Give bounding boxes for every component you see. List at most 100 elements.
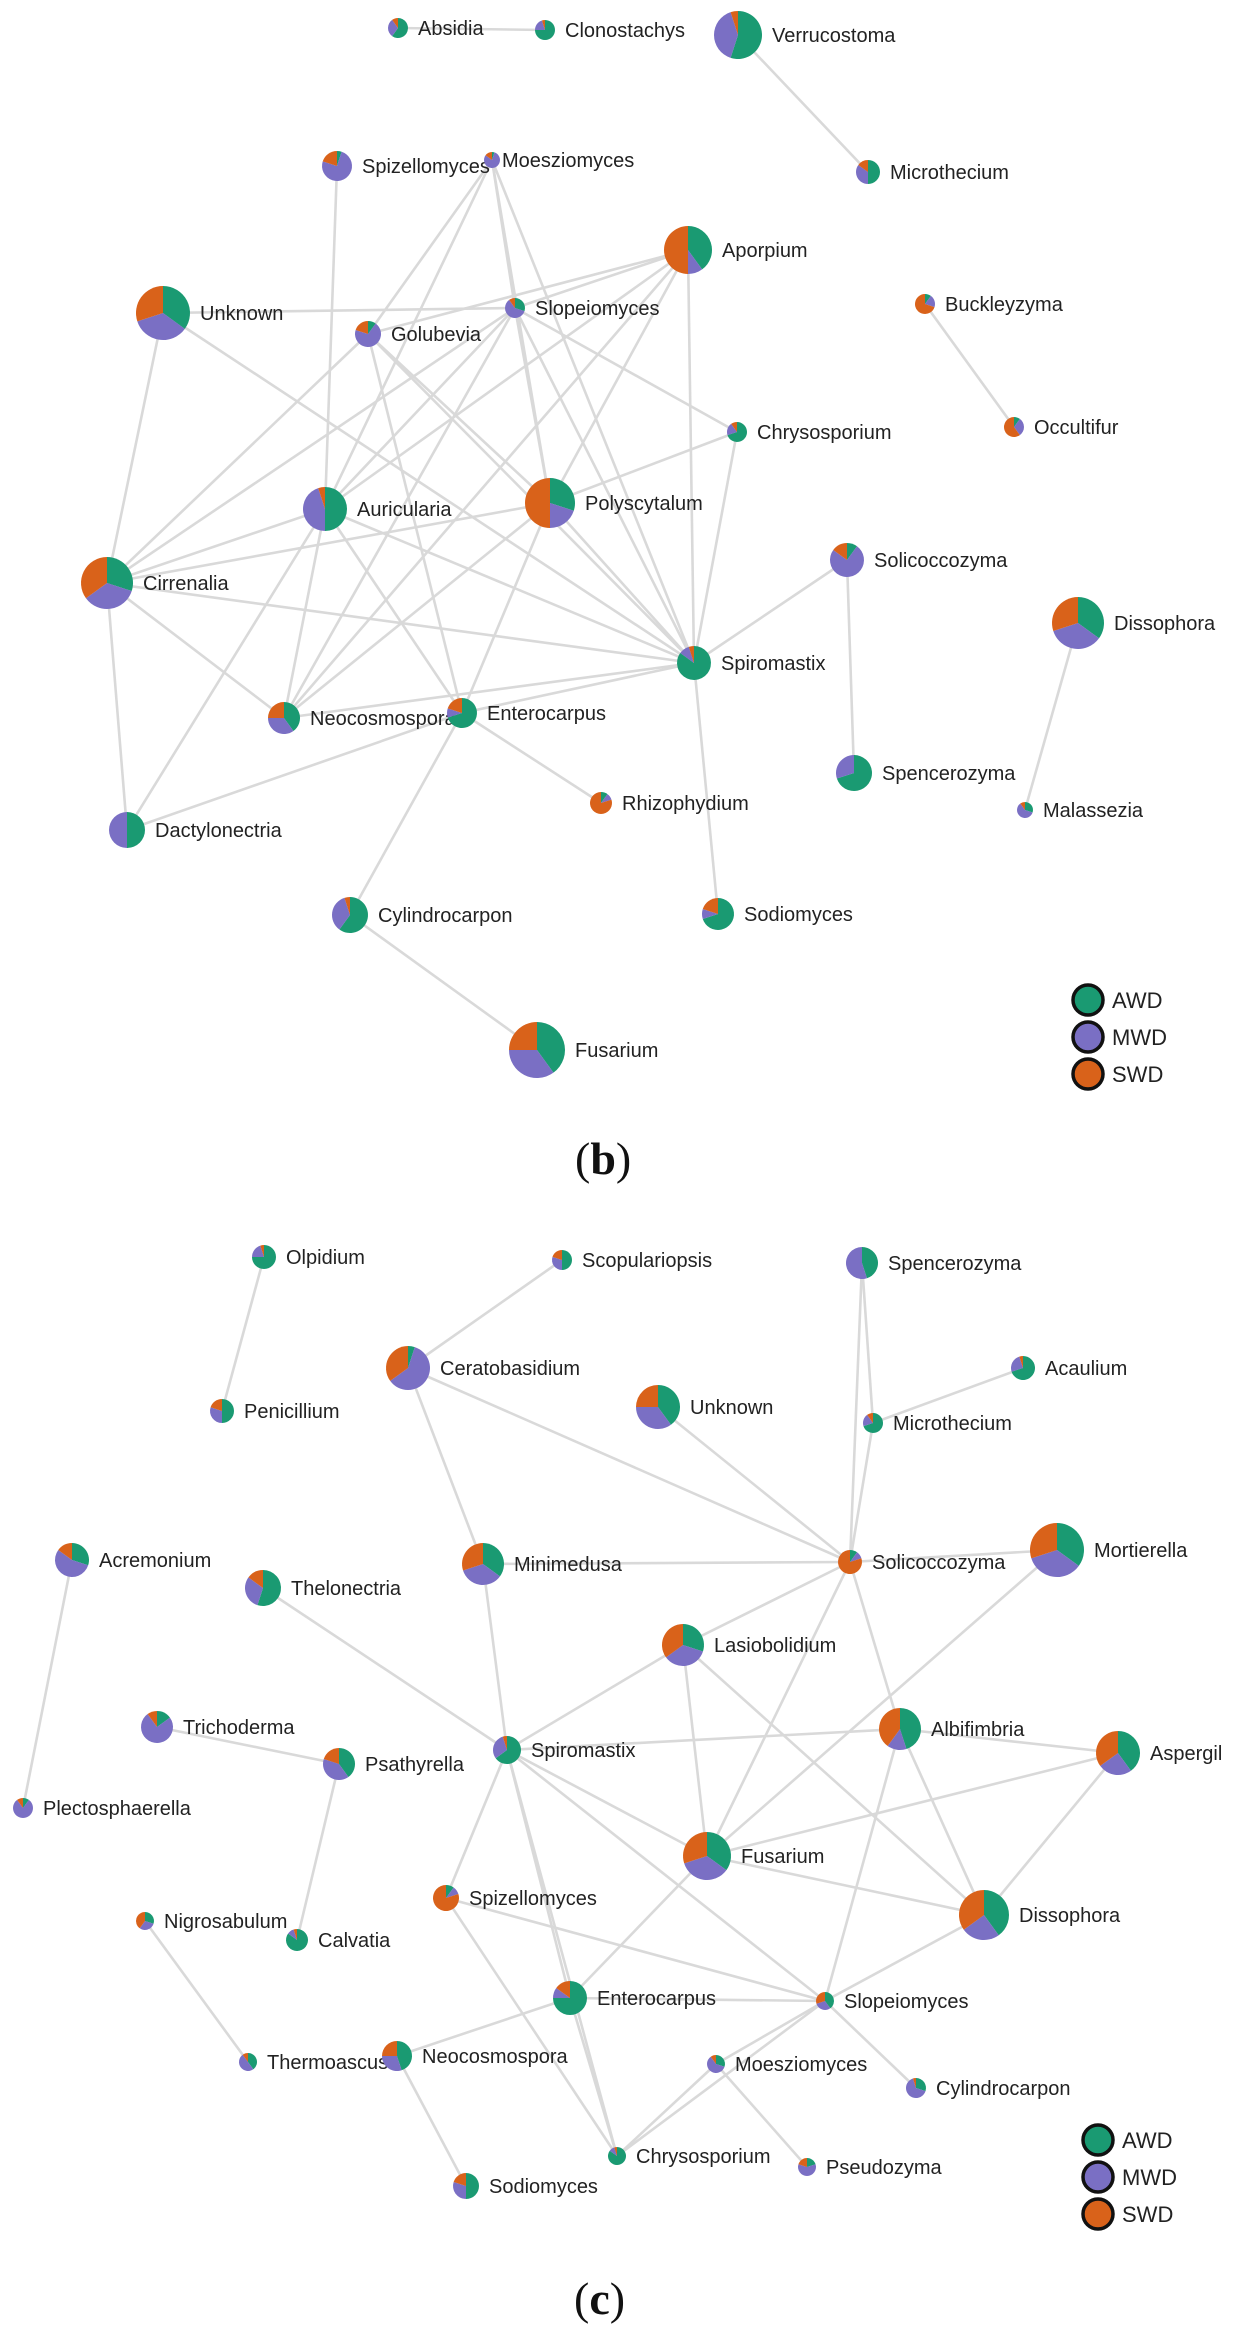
pie-slice-cylindrocarpon-swd	[912, 2078, 916, 2088]
node-label-lasiobolidium: Lasiobolidium	[714, 1635, 836, 1657]
edge-minimedusa-spiromastix	[481, 1563, 509, 1751]
node-enterocarpus: Enterocarpus	[447, 698, 606, 728]
pie-slice-minimedusa-mwd	[463, 1564, 500, 1585]
node-label-microthecium: Microthecium	[890, 162, 1009, 184]
edge-chrysosporium-polyscytalum	[549, 430, 738, 505]
pie-slice-solicoccozyma-awd	[847, 542, 857, 560]
node-plectosphaerella: Plectosphaerella	[12, 1798, 192, 1820]
node-label-cirrenalia: Cirrenalia	[143, 573, 229, 595]
pie-slice-verrucostoma-awd	[730, 11, 762, 59]
edge-olpidium-penicillium	[220, 1256, 266, 1412]
node-microthecium: Microthecium	[856, 160, 1009, 184]
pie-slice-enterocarpus-swd	[447, 698, 462, 713]
node-buckleyzyma: Buckleyzyma	[915, 294, 1064, 316]
pie-slice-plectosphaerella-awd	[23, 1798, 29, 1808]
pie-slice-dissophora-swd	[1052, 597, 1078, 632]
edge-moesziomyces-spiromastix	[490, 159, 696, 664]
pie-slice-neocosmospora-swd	[382, 2041, 397, 2056]
pie-slice-neocosmospora-mwd	[267, 718, 294, 735]
pie-slice-chrysosporium-awd	[608, 2147, 627, 2165]
pie-slice-microthecium-swd	[858, 160, 868, 172]
pie-slice-buckleyzyma-mwd	[925, 295, 935, 308]
pie-slice-cirrenalia-awd	[107, 557, 133, 592]
pie-slice-thermoascus-swd	[242, 2053, 248, 2062]
node-label-solicoccozyma: Solicoccozyma	[872, 1552, 1006, 1574]
pie-slice-acaulium-mwd	[1010, 1356, 1023, 1372]
pie-slice-aspergil-swd	[1096, 1731, 1118, 1766]
edge-polyscytalum-cirrenalia	[106, 501, 551, 585]
edge-spiromastix-fusarium	[506, 1748, 708, 1858]
pie-slice-spizellomyces-mwd	[446, 1887, 459, 1898]
pie-slice-acremonium-mwd	[54, 1550, 89, 1578]
pie-slice-acremonium-awd	[72, 1543, 89, 1566]
legend-swatch-mwd	[1081, 2160, 1115, 2194]
edge-cirrenalia-neocosmospora	[106, 581, 285, 720]
pie-slice-enterocarpus-mwd	[553, 1988, 570, 1998]
panel-b-caption: (b)	[575, 1133, 632, 1184]
edge-spiromastix-solicoccozyma	[693, 558, 848, 665]
node-label-unknown: Unknown	[200, 303, 283, 325]
node-nigrosabulum: Nigrosabulum	[135, 1911, 287, 1933]
node-polyscytalum: Polyscytalum	[525, 478, 703, 528]
pie-slice-thelonectria-awd	[257, 1570, 281, 1607]
node-label-rhizophydium: Rhizophydium	[622, 793, 749, 815]
node-label-occultifur: Occultifur	[1034, 417, 1119, 439]
pie-slice-olpidium-swd	[260, 1245, 264, 1257]
pie-slice-calvatia-awd	[285, 1929, 308, 1952]
pie-slice-nigrosabulum-awd	[145, 1912, 155, 1924]
pie-slice-moesziomyces-swd	[710, 2055, 716, 2064]
pie-slice-mortierella-mwd	[1031, 1550, 1079, 1578]
pie-slice-cylindrocarpon-swd	[344, 897, 350, 915]
node-label-polyscytalum: Polyscytalum	[585, 493, 703, 515]
pie-slice-spiromastix-mwd	[680, 646, 694, 663]
pie-slice-scopulariopsis-awd	[562, 1250, 572, 1270]
node-label-spiromastix: Spiromastix	[721, 653, 825, 675]
pie-slice-sodiomyces-swd	[453, 2173, 466, 2186]
pie-slice-unknown-swd	[636, 1385, 658, 1407]
edge-aporpium-slopeiomyces	[514, 248, 689, 310]
legend-label-mwd: MWD	[1112, 1025, 1167, 1050]
pie-slice-albifimbria-awd	[900, 1708, 922, 1749]
pie-slice-spiromastix-swd	[688, 646, 694, 663]
edge-moesziomyces-chrysosporium	[616, 2063, 717, 2157]
node-slopeiomyces: Slopeiomyces	[816, 1991, 969, 2013]
node-minimedusa: Minimedusa	[461, 1543, 623, 1585]
node-rhizophydium: Rhizophydium	[590, 792, 749, 815]
pie-slice-rhizophydium-awd	[601, 792, 608, 803]
node-spiromastix: Spiromastix	[493, 1736, 635, 1765]
node-label-plectosphaerella: Plectosphaerella	[43, 1798, 192, 1820]
node-moesziomyces: Moesziomyces	[484, 150, 634, 172]
pie-slice-moesziomyces-awd	[716, 2055, 725, 2067]
edge-enterocarpus-cylindrocarpon	[348, 712, 464, 916]
node-label-spizellomyces: Spizellomyces	[469, 1888, 597, 1910]
node-pseudozyma: Pseudozyma	[798, 2157, 942, 2179]
edge-solicoccozyma-spencerozyma	[845, 559, 856, 774]
pie-slice-nigrosabulum-mwd	[139, 1921, 154, 1930]
edge-spizellomyces-auricularia	[323, 165, 339, 510]
edge-verrucostoma-microthecium	[737, 34, 869, 173]
edge-dissophora-slopeiomyces	[824, 1913, 985, 2003]
pie-slice-enterocarpus-awd	[447, 698, 478, 728]
pie-slice-chrysosporium-mwd	[609, 2147, 617, 2156]
pie-slice-penicillium-awd	[222, 1399, 234, 1423]
node-label-neocosmospora: Neocosmospora	[422, 2046, 569, 2068]
node-chrysosporium: Chrysosporium	[608, 2146, 770, 2168]
edge-lasiobolidium-dissophora	[682, 1644, 985, 1916]
node-label-pseudozyma: Pseudozyma	[826, 2157, 942, 2179]
node-label-aspergil: Aspergil	[1150, 1743, 1222, 1765]
node-label-scopulariopsis: Scopulariopsis	[582, 1250, 712, 1272]
node-aporpium: Aporpium	[664, 226, 808, 274]
pie-slice-buckleyzyma-swd	[915, 294, 935, 314]
edge-spiromastix-enterocarpus	[461, 661, 695, 715]
node-clonostachys: Clonostachys	[535, 20, 685, 42]
edge-slopeiomyces-polyscytalum	[513, 307, 552, 504]
edge-solicoccozyma-mortierella	[849, 1548, 1058, 1564]
node-cylindrocarpon: Cylindrocarpon	[905, 2078, 1071, 2100]
edge-albifimbria-slopeiomyces	[823, 1728, 902, 2002]
edge-slopeiomyces-chrysosporium	[514, 306, 738, 434]
node-moesziomyces: Moesziomyces	[707, 2054, 867, 2076]
pie-slice-slopeiomyces-mwd	[816, 2001, 831, 2010]
node-label-thermoascus: Thermoascus	[267, 2052, 388, 2074]
edge-polyscytalum-neocosmospora	[283, 501, 551, 720]
